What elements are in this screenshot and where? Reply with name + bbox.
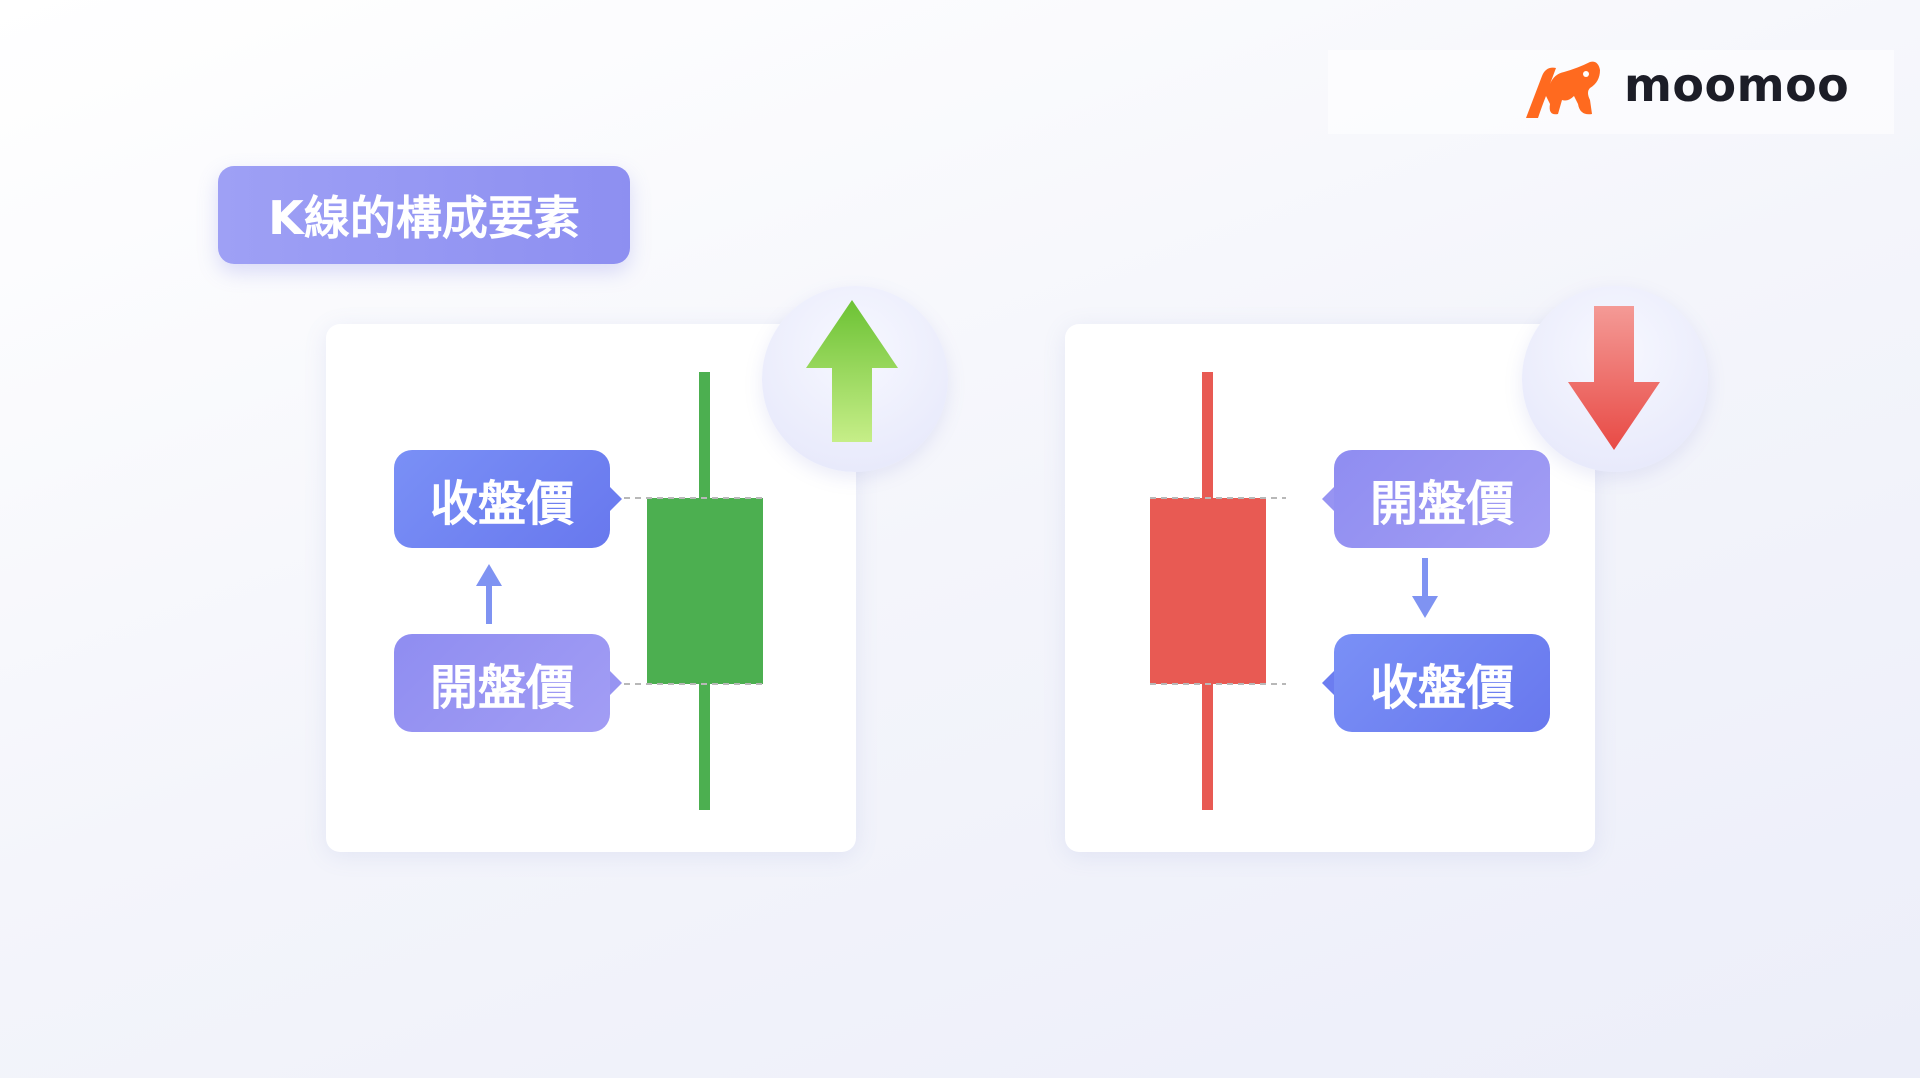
bullish-close-price-text: 收盤價: [429, 476, 574, 532]
brand-logo: moomoo: [1328, 50, 1894, 134]
bullish-close-price-label: 收盤價: [394, 450, 622, 548]
bearish-open-price-text: 開盤價: [1369, 476, 1514, 532]
bearish-close-price-text: 收盤價: [1369, 660, 1514, 716]
down-arrow-icon: [1568, 306, 1660, 450]
bullish-open-price-label: 開盤價: [394, 634, 622, 732]
bullish-open-price-text: 開盤價: [429, 660, 574, 716]
bearish-open-price-label: 開盤價: [1322, 450, 1550, 548]
brand-name: moomoo: [1624, 58, 1850, 112]
moomoo-logo-icon: [1526, 61, 1600, 118]
bearish-candle-card: [1065, 324, 1595, 852]
bearish-close-price-label: 收盤價: [1322, 634, 1550, 732]
page-title: K線的構成要素: [218, 166, 630, 264]
up-arrow-icon: [806, 300, 898, 442]
